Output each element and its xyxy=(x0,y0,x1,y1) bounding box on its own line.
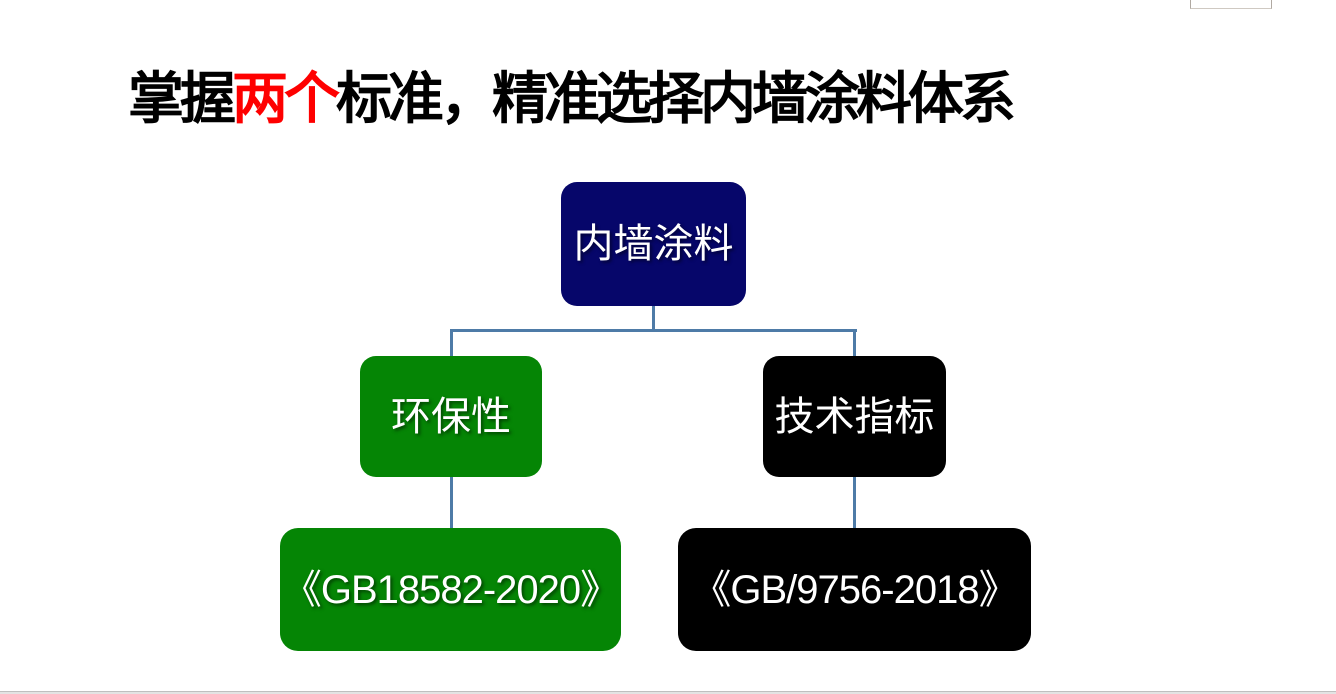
connector-right-branch-drop xyxy=(853,331,856,356)
title-text-after: 标准，精准选择内墙涂料体系 xyxy=(336,66,1016,130)
connector-horizontal-bar xyxy=(450,329,857,332)
title-text-before: 掌握 xyxy=(128,66,236,130)
node-branch-technical: 技术指标 xyxy=(763,356,946,477)
title-highlight: 两个 xyxy=(232,66,340,130)
page-title: 掌握两个标准，精准选择内墙涂料体系 xyxy=(128,66,1016,130)
node-branch-environmental-label: 环保性 xyxy=(391,394,511,439)
node-branch-technical-label: 技术指标 xyxy=(774,394,935,439)
node-leaf-gb9756-label: 《GB/9756-2018》 xyxy=(691,567,1018,612)
connector-root-stem xyxy=(652,306,655,332)
node-root-label: 内墙涂料 xyxy=(573,222,734,266)
node-leaf-gb9756: 《GB/9756-2018》 xyxy=(678,528,1031,651)
bottom-edge-bar xyxy=(0,690,1336,694)
connector-left-branch-drop xyxy=(450,331,453,356)
connector-right-leaf-drop xyxy=(853,477,856,528)
node-leaf-gb18582: 《GB18582-2020》 xyxy=(280,528,621,651)
node-root: 内墙涂料 xyxy=(561,182,746,306)
top-right-image-sliver xyxy=(1190,0,1272,9)
node-branch-environmental: 环保性 xyxy=(360,356,542,477)
connector-left-leaf-drop xyxy=(450,477,453,528)
node-leaf-gb18582-label: 《GB18582-2020》 xyxy=(281,567,620,612)
